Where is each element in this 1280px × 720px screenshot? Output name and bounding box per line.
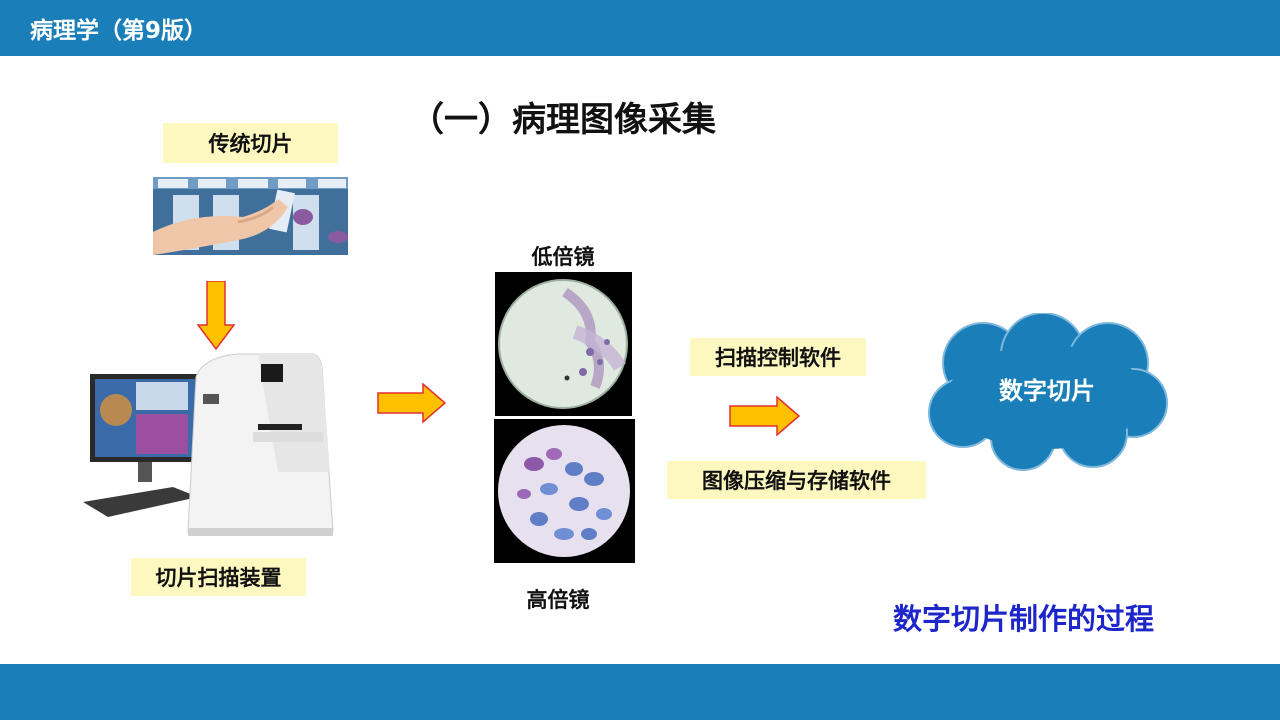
scanner-label: 切片扫描装置 xyxy=(131,558,306,596)
high-mag-label: 高倍镜 xyxy=(526,588,590,612)
down-arrow-icon xyxy=(197,281,235,351)
high-mag-micrograph xyxy=(494,419,635,563)
digital-slide-cloud: 数字切片 xyxy=(923,313,1171,471)
right-arrow-icon xyxy=(377,383,447,423)
section-title: （一）病理图像采集 xyxy=(410,100,716,140)
header-bar: 病理学（第9版） xyxy=(0,0,1280,56)
scanner-device-photo xyxy=(78,352,353,544)
low-mag-micrograph xyxy=(495,272,632,416)
digital-slide-label: 数字切片 xyxy=(999,377,1095,405)
low-mag-label: 低倍镜 xyxy=(531,245,595,269)
right-arrow-icon-2 xyxy=(729,396,801,436)
compress-store-software-label: 图像压缩与存储软件 xyxy=(667,461,926,499)
traditional-slide-photo xyxy=(153,177,348,255)
book-title: 病理学（第9版） xyxy=(30,18,208,44)
scan-control-software-label: 扫描控制软件 xyxy=(690,338,866,376)
process-caption: 数字切片制作的过程 xyxy=(893,602,1155,636)
traditional-slide-label: 传统切片 xyxy=(163,123,338,163)
footer-bar xyxy=(0,664,1280,720)
